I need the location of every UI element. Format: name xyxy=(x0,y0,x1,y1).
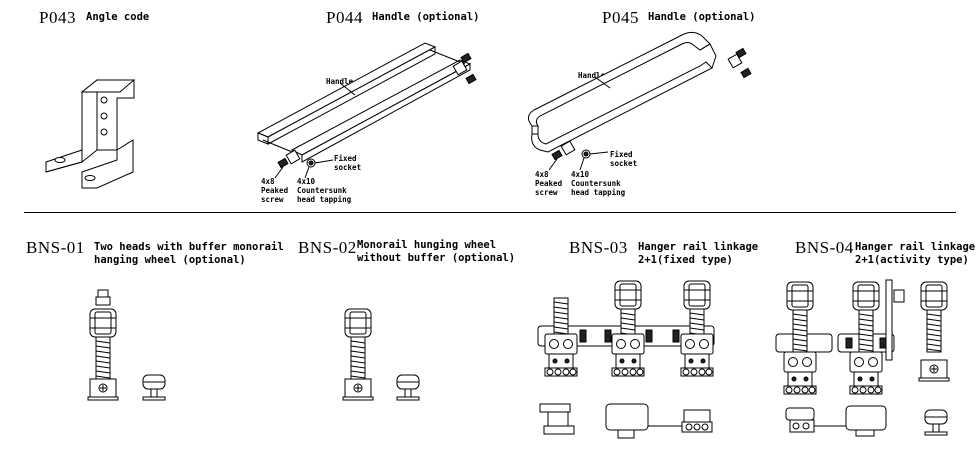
p044-code: P044 xyxy=(326,8,363,27)
p045-handle-drawing xyxy=(528,32,752,170)
p044-title: Handle (optional) xyxy=(372,11,480,23)
bns01-code: BNS-01 xyxy=(26,238,85,257)
p043-code: P043 xyxy=(39,8,76,27)
p045-countersunk-label: 4x10 Countersunk head tapping xyxy=(571,170,626,197)
p044-countersunk-label: 4x10 Countersunk head tapping xyxy=(297,177,352,204)
bns02-drawing xyxy=(342,308,420,401)
bns02-code: BNS-02 xyxy=(298,238,357,257)
bns02-title: Monorail hunging wheel without buffer (o… xyxy=(357,239,516,264)
p045-peaked-screw-label: 4x8 Peaked screw xyxy=(535,170,563,197)
p045-code: P045 xyxy=(602,8,639,27)
p044-fixed-socket-label: Fixed socket xyxy=(334,154,362,172)
p045-fixed-socket-label: Fixed socket xyxy=(610,150,638,168)
bns04-drawing xyxy=(776,280,950,436)
bns04-title: Hanger rail linkage 2+1(activity type) xyxy=(855,241,976,266)
bns01-drawing xyxy=(87,290,166,401)
p044-peaked-screw-label: 4x8 Peaked screw xyxy=(261,177,289,204)
bns03-title: Hanger rail linkage 2+1(fixed type) xyxy=(638,241,759,266)
bns04-code: BNS-04 xyxy=(795,238,854,257)
bns03-drawing xyxy=(538,280,714,438)
bns01-title: Two heads with buffer monorail hanging w… xyxy=(94,241,284,266)
bns03-code: BNS-03 xyxy=(569,238,628,257)
p044-handle-label: Handle xyxy=(326,77,354,86)
section-divider xyxy=(24,212,956,213)
p043-angle-code-drawing xyxy=(46,80,134,188)
p045-handle-label: Handle xyxy=(578,71,606,80)
p045-title: Handle (optional) xyxy=(648,11,756,23)
p044-handle-drawing xyxy=(258,43,477,178)
p043-title: Angle code xyxy=(86,11,150,23)
